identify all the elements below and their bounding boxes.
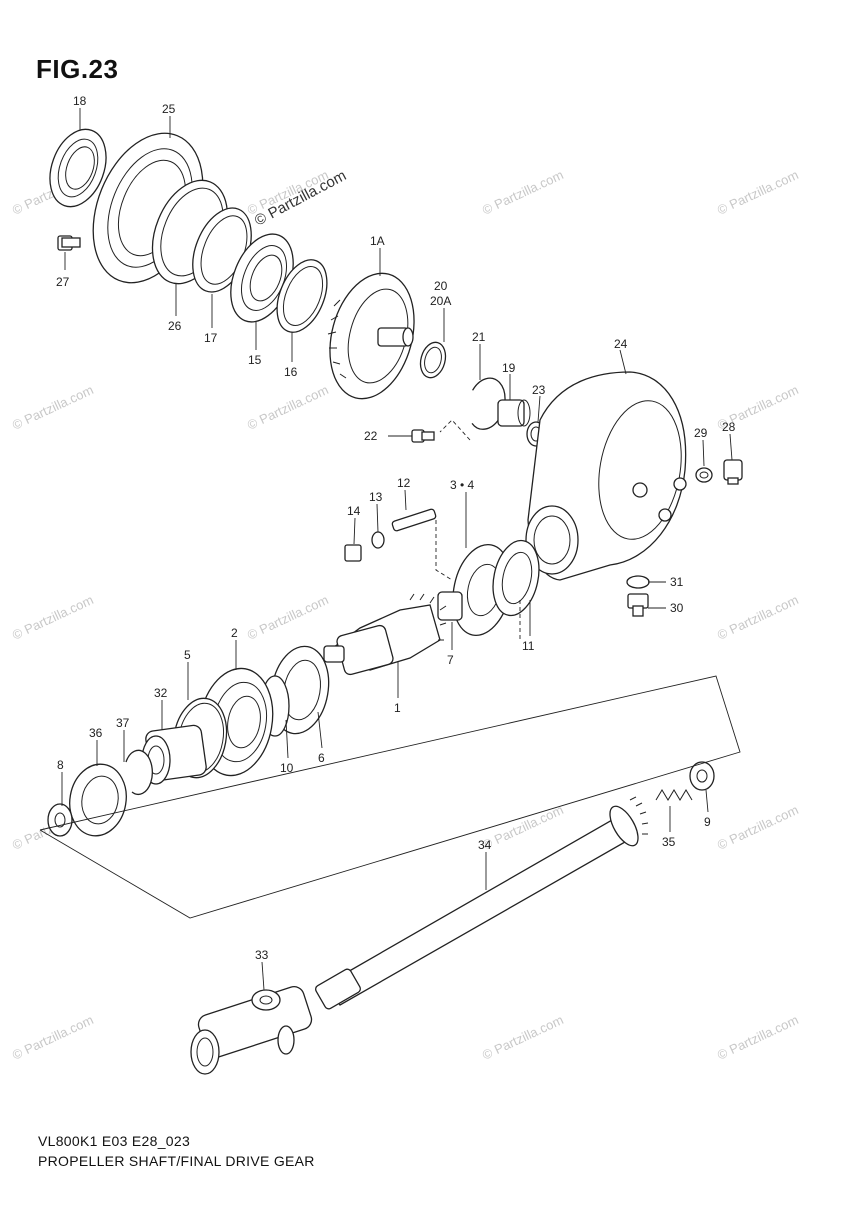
callout-15: 15 [248,353,262,367]
part-9-nut[interactable] [689,761,715,791]
callout-labels: 18 25 27 26 17 15 16 1A 20 20A 21 19 23 … [56,94,736,962]
part-19-needle-bearing[interactable] [497,399,531,427]
callout-34: 34 [478,838,492,852]
callout-25: 25 [162,102,176,116]
part-18-oil-seal[interactable] [40,122,116,215]
watermark-tile: © Partzilla.com [715,802,801,853]
callout-31: 31 [670,575,684,589]
callout-9: 9 [704,815,711,829]
part-22-bolt[interactable] [411,429,435,443]
part-20-shim[interactable] [417,340,449,381]
callout-32: 32 [154,686,168,700]
callout-12: 12 [397,476,411,490]
assembly-reference-lines [39,419,741,919]
callout-33: 33 [255,948,269,962]
part-1A-ring-gear[interactable] [317,264,427,408]
callout-24: 24 [614,337,628,351]
part-33-universal-joint[interactable] [190,984,314,1075]
callout-19: 19 [502,361,516,375]
part-7-needle-bearing[interactable] [437,591,463,621]
part-1-drive-pinion[interactable] [323,593,447,676]
callout-37: 37 [116,716,130,730]
part-34-propeller-shaft[interactable] [314,796,649,1010]
watermark-tile: © Partzilla.com [715,167,801,218]
diagram-description: PROPELLER SHAFT/FINAL DRIVE GEAR [38,1153,315,1169]
callout-18: 18 [73,94,87,108]
callout-leaders [61,108,733,991]
part-37-circlip[interactable] [125,749,153,796]
part-27-bolt[interactable] [57,235,81,251]
callout-6: 6 [318,751,325,765]
part-11-bearing[interactable] [487,536,546,619]
watermark-tile: © Partzilla.com [715,1012,801,1063]
watermark-tile: © Partzilla.com [715,592,801,643]
callout-2: 2 [231,626,238,640]
watermark-tile: © Partzilla.com [10,1012,96,1063]
callout-30: 30 [670,601,684,615]
callout-1: 1 [394,701,401,715]
part-30-drain-plug[interactable] [627,593,649,617]
part-16-ring[interactable] [267,253,336,340]
callout-7: 7 [447,653,454,667]
callout-11: 11 [522,639,535,653]
figure-title: FIG.23 [36,54,119,84]
diagram-code: VL800K1 E03 E28_023 [38,1133,191,1149]
callout-27: 27 [56,275,70,289]
part-24-final-gear-case[interactable] [525,371,692,581]
callout-3-4: 3 • 4 [450,478,475,492]
watermark-tile: © Partzilla.com [245,382,331,433]
part-8-washer[interactable] [47,803,73,837]
part-31-washer[interactable] [626,575,650,589]
callout-21: 21 [472,330,486,344]
part-14-nut[interactable] [344,544,362,562]
callout-22: 22 [364,429,378,443]
callout-35: 35 [662,835,676,849]
callout-28: 28 [722,420,736,434]
callout-5: 5 [184,648,191,662]
watermark-tile: © Partzilla.com [480,167,566,218]
watermark-tile: © Partzilla.com [245,592,331,643]
callout-29: 29 [694,426,708,440]
part-35-spring[interactable] [655,789,693,801]
watermark-tile: © Partzilla.com [480,802,566,853]
callout-20A: 20A [430,294,451,308]
callout-17: 17 [204,331,218,345]
part-12-stud[interactable] [391,508,437,532]
watermark-tile: © Partzilla.com [480,1012,566,1063]
watermark-tile: © Partzilla.com [10,382,96,433]
callout-26: 26 [168,319,182,333]
part-36-oil-seal[interactable] [64,760,132,841]
part-13-washer[interactable] [371,531,385,549]
part-29-washer[interactable] [695,467,713,483]
callout-23: 23 [532,383,546,397]
watermark-tile: © Partzilla.com [10,592,96,643]
callout-36: 36 [89,726,103,740]
part-28-filler-plug[interactable] [723,459,743,485]
callout-16: 16 [284,365,298,379]
callout-8: 8 [57,758,64,772]
callout-1A: 1A [370,234,385,248]
callout-20: 20 [434,279,448,293]
callout-13: 13 [369,490,383,504]
callout-10: 10 [280,761,294,775]
callout-14: 14 [347,504,361,518]
